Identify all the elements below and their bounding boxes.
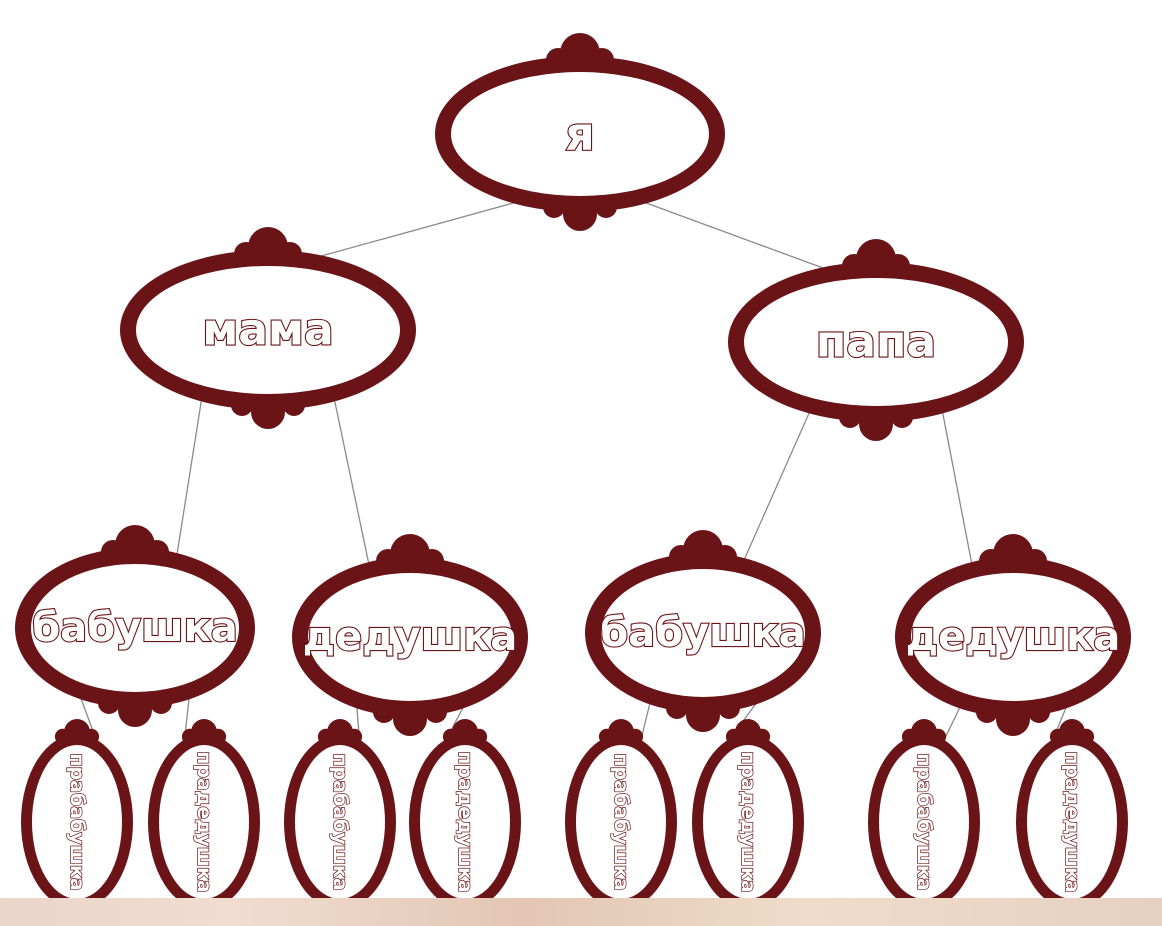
oval-frame-inner (576, 745, 666, 899)
edge-self-to-father (645, 202, 825, 270)
node-label: бабушка (32, 605, 238, 651)
edge-f-grandfather-to-fgf-greatgrandmother (943, 707, 961, 742)
node-label: прадедушка (1061, 751, 1083, 892)
node-fgf-greatgrandfather: прадедушка (1016, 719, 1128, 923)
oval-frame-inner (159, 745, 249, 899)
background-photo-strip (0, 898, 1162, 926)
oval-frame-inner (703, 745, 793, 899)
node-mgm-greatgrandmother: прабабушка (21, 719, 133, 923)
oval-frame-inner (420, 745, 510, 899)
oval-frame-inner (879, 745, 969, 899)
oval-frame-inner (451, 72, 709, 196)
node-m-grandfather: дедушка (292, 534, 528, 736)
node-label: дедушка (906, 614, 1120, 660)
edge-self-to-mother (319, 202, 515, 258)
node-father: папа (728, 239, 1024, 441)
node-f-grandmother: бабушка (585, 530, 821, 732)
node-label: прабабушка (66, 753, 88, 890)
node-label: прадедушка (737, 751, 759, 892)
node-mgm-greatgrandfather: прадедушка (148, 719, 260, 923)
node-fgm-greatgrandfather: прадедушка (692, 719, 804, 923)
node-f-grandfather: дедушка (895, 534, 1131, 736)
edge-mother-to-m-grandfather (333, 400, 370, 564)
node-label: прадедушка (454, 751, 476, 892)
node-label: прабабушка (610, 753, 632, 890)
node-label: мама (202, 305, 333, 356)
oval-frame-inner (31, 564, 239, 692)
node-label: прабабушка (329, 753, 351, 890)
oval-frame-inner (32, 745, 122, 899)
oval-frame-inner (911, 573, 1115, 701)
node-mother: мама (120, 227, 416, 429)
node-fgm-greatgrandmother: прабабушка (565, 719, 677, 923)
oval-frame-inner (1027, 745, 1117, 899)
edge-father-to-f-grandmother (743, 412, 810, 560)
edge-mother-to-m-grandmother (176, 400, 203, 555)
oval-frame-inner (308, 573, 512, 701)
node-label: бабушка (600, 610, 806, 656)
node-m-grandmother: бабушка (15, 525, 255, 727)
oval-frame-inner (136, 266, 400, 394)
edge-father-to-f-grandfather (941, 412, 973, 564)
node-mgf-greatgrandfather: прадедушка (409, 719, 521, 923)
node-label: прабабушка (913, 753, 935, 890)
node-mgf-greatgrandmother: прабабушка (284, 719, 396, 923)
node-label: дедушка (303, 614, 517, 660)
oval-frame-inner (601, 569, 805, 697)
tree-nodes: я мама папа бабушка дедушка бабушка дедушка пра… (15, 33, 1131, 923)
node-label: прадедушка (193, 751, 215, 892)
node-fgf-greatgrandmother: прабабушка (868, 719, 980, 923)
node-self: я (435, 33, 725, 231)
oval-frame-inner (744, 278, 1008, 406)
node-label: я (565, 107, 595, 161)
node-label: папа (816, 317, 936, 368)
oval-frame-inner (295, 745, 385, 899)
